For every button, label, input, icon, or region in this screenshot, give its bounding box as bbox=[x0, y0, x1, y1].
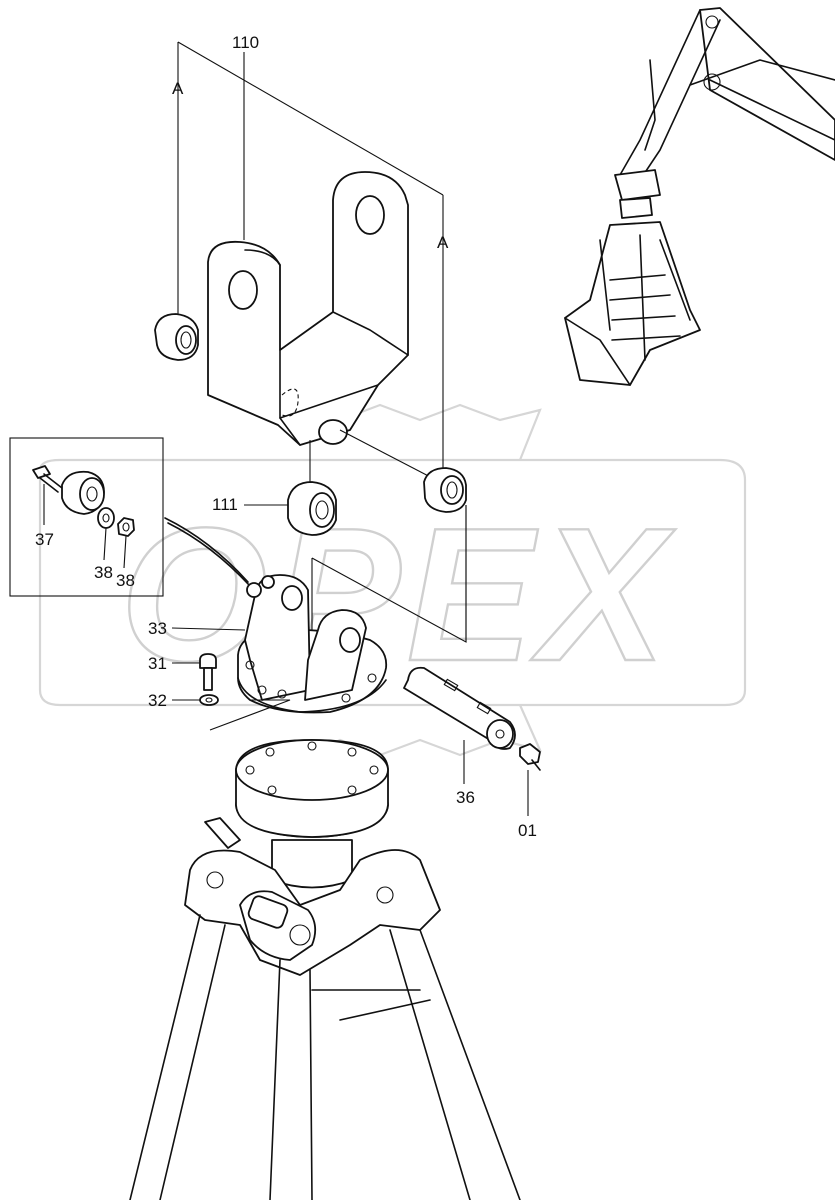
bushing-right bbox=[423, 467, 467, 513]
excavator-grab-illustration bbox=[564, 7, 835, 386]
part-32-washer bbox=[199, 694, 219, 706]
part-31-bolt bbox=[199, 653, 217, 691]
label-ref-a-left: A bbox=[172, 79, 184, 98]
leader-lines bbox=[43, 52, 529, 816]
swivel-stand bbox=[129, 739, 521, 1200]
label-ref-a-right: A bbox=[437, 233, 449, 252]
part-111-bushing bbox=[287, 481, 337, 536]
label-33: 33 bbox=[148, 619, 167, 638]
bushing-left bbox=[154, 313, 199, 361]
part-36-pin bbox=[403, 666, 516, 750]
label-01: 01 bbox=[518, 821, 537, 840]
label-36: 36 bbox=[456, 788, 475, 807]
part-labels: 110 A A 111 37 38 38 33 31 32 36 01 bbox=[35, 33, 537, 840]
reference-lines-a bbox=[177, 41, 467, 643]
label-110: 110 bbox=[232, 33, 259, 52]
label-38-nut: 38 bbox=[116, 571, 135, 590]
label-37: 37 bbox=[35, 530, 54, 549]
watermark: OPEX bbox=[38, 399, 747, 761]
label-111: 111 bbox=[212, 495, 238, 514]
part-01-bolt bbox=[519, 743, 541, 771]
label-32: 32 bbox=[148, 691, 167, 710]
inset-box bbox=[9, 437, 164, 597]
label-38-washer: 38 bbox=[94, 563, 113, 582]
label-31: 31 bbox=[148, 654, 167, 673]
part-110-bracket bbox=[207, 171, 409, 446]
